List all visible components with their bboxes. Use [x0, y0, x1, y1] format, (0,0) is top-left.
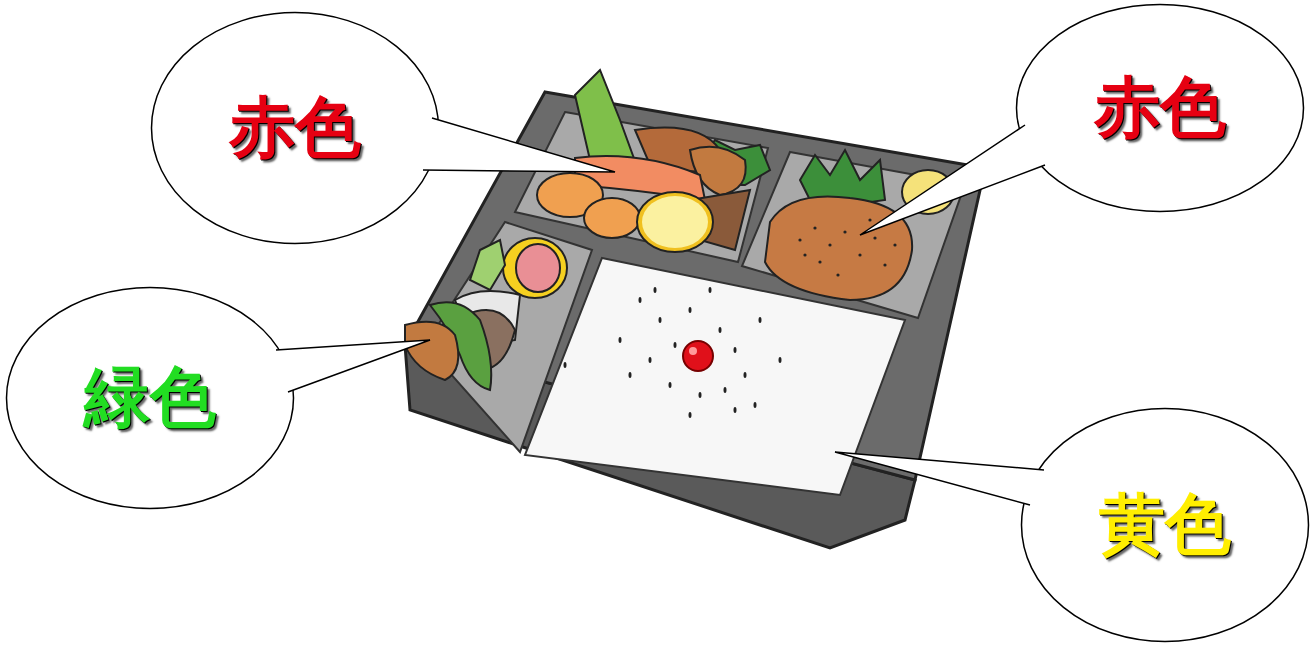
sesame-seeds: [564, 287, 782, 418]
callout-bubble: 黄色: [1020, 407, 1310, 643]
callout-tail: [835, 452, 1044, 505]
color-label: 緑色: [5, 286, 295, 510]
ham: [516, 244, 560, 292]
callout-tail: [860, 125, 1045, 235]
callout-bubble: 赤色: [150, 11, 440, 245]
hamburg-steak: [765, 196, 912, 300]
color-label: 黄色: [1020, 407, 1310, 643]
callout-bubble: 赤色: [1015, 3, 1305, 213]
umeboshi-highlight: [689, 347, 697, 355]
callout-tail: [276, 340, 430, 392]
fried-food: [405, 322, 458, 380]
callout-bubble: 緑色: [5, 286, 295, 510]
yellow-slice: [637, 192, 713, 252]
potato: [584, 198, 640, 238]
yellow-vegetable: [902, 170, 954, 214]
color-label: 赤色: [1015, 3, 1305, 213]
color-label: 赤色: [150, 11, 440, 245]
yellow-slice: [503, 238, 567, 298]
leaf: [470, 240, 505, 290]
yellow-slice: [642, 196, 708, 248]
callout-tail: [423, 118, 615, 172]
umeboshi: [683, 341, 713, 371]
pepper-dots: [798, 218, 896, 276]
